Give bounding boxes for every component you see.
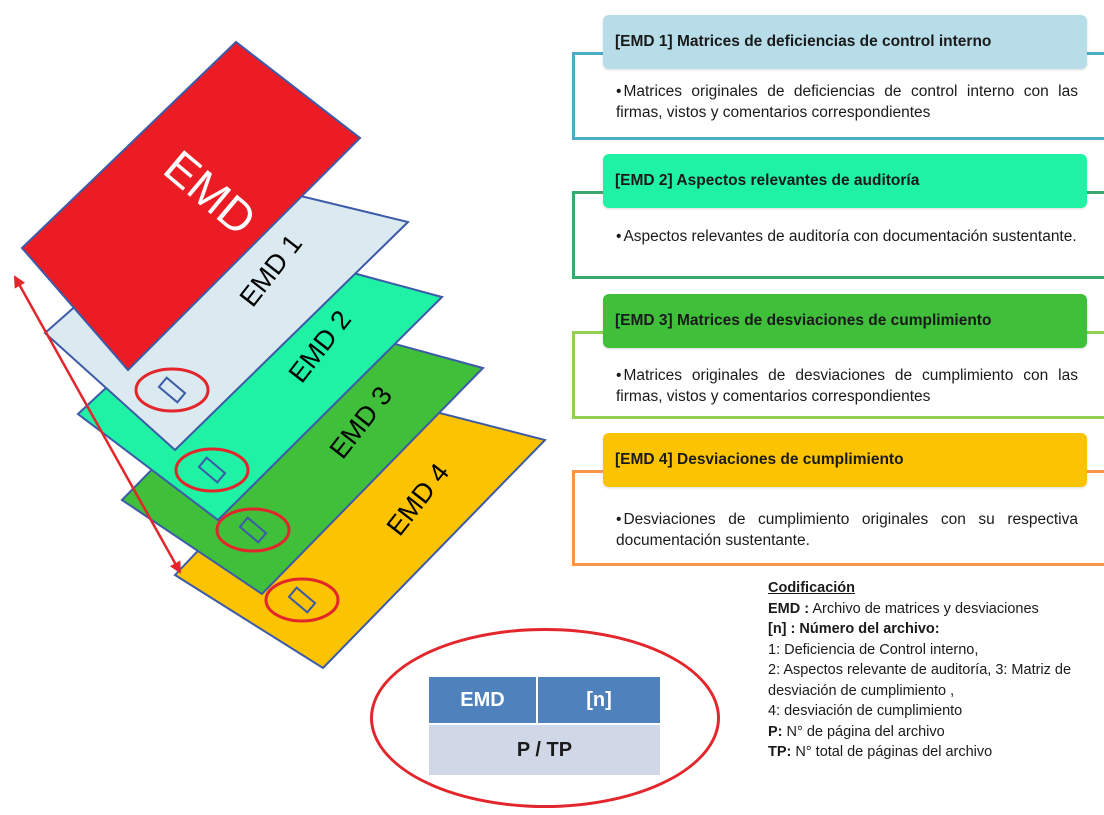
legend-line-3: 4: desviación de cumplimiento <box>768 703 963 719</box>
section-body-emd-1: •Matrices originales de deficiencias de … <box>616 83 1078 121</box>
section-title-emd-1: [EMD 1] Matrices de deficiencias de cont… <box>603 15 1087 69</box>
section-body-emd-3: •Matrices originales de desviaciones de … <box>616 367 1078 405</box>
marker-rect-4 <box>287 586 317 614</box>
section-emd-1: [EMD 1] Matrices de deficiencias de cont… <box>572 15 1104 140</box>
legend-title: Codificación <box>768 580 856 596</box>
section-emd-2: [EMD 2] Aspectos relevantes de auditoría… <box>572 154 1104 279</box>
section-title-emd-3: [EMD 3] Matrices de desviaciones de cump… <box>603 294 1087 348</box>
bullet: • <box>616 83 622 100</box>
emd-stack-diagram: EMD 4 EMD 3 EMD 2 EMD 1 EMD <box>13 40 547 670</box>
marker-rect-3 <box>238 516 268 544</box>
bullet: • <box>616 367 622 384</box>
marker-ellipse-3 <box>215 507 291 553</box>
legend-line-2: 2: Aspectos relevante de auditoría, 3: M… <box>768 662 1072 699</box>
legend-emd: EMD : Archivo de matrices y desviaciones <box>768 600 1039 617</box>
bullet: • <box>616 228 622 245</box>
marker-rect-2 <box>197 456 227 484</box>
legend-n: [n] : Número del archivo: <box>768 621 940 637</box>
legend-tp: TP: N° total de páginas del archivo <box>768 744 993 760</box>
legend-p: P: N° de página del archivo <box>768 723 945 740</box>
section-emd-3: [EMD 3] Matrices de desviaciones de cump… <box>572 294 1104 419</box>
thickness-double-arrow <box>13 275 182 574</box>
section-body-emd-2: •Aspectos relevantes de auditoría con do… <box>616 228 1077 245</box>
code-box-table: EMD [n] P / TP <box>429 677 660 775</box>
legend-line-1: 1: Deficiencia de Control interno, <box>768 641 979 658</box>
codification-legend: Codificación EMD : Archivo de matrices y… <box>768 578 1098 763</box>
bullet: • <box>616 511 622 528</box>
section-title-emd-4: [EMD 4] Desviaciones de cumplimiento <box>603 433 1087 487</box>
section-emd-4: [EMD 4] Desviaciones de cumplimiento •De… <box>572 433 1104 568</box>
code-box-page-cell: P / TP <box>429 723 660 775</box>
marker-ellipse-4 <box>264 577 340 623</box>
section-title-emd-2: [EMD 2] Aspectos relevantes de auditoría <box>603 154 1087 208</box>
section-body-emd-4: •Desviaciones de cumplimiento originales… <box>616 511 1078 549</box>
code-box-n-cell: [n] <box>537 677 660 724</box>
code-box-emd-cell: EMD <box>429 677 538 724</box>
code-box-ellipse <box>370 628 720 808</box>
